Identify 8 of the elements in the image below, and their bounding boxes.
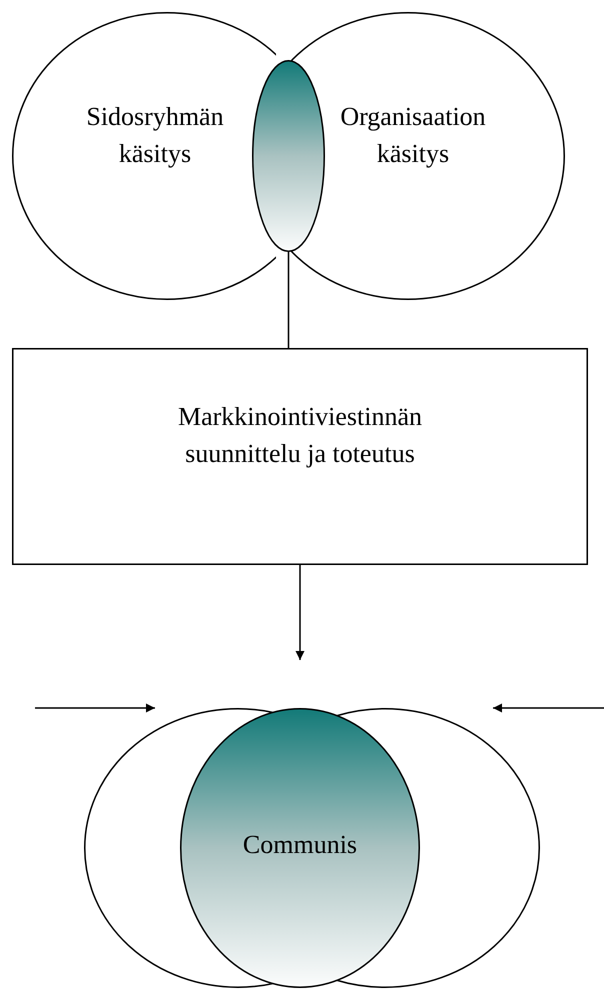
- overlap-ellipse: [180, 708, 420, 988]
- node-label: Sidosryhmän käsitys: [85, 101, 225, 170]
- process-box: [12, 348, 588, 565]
- node-label: Organisaation käsitys: [339, 101, 487, 170]
- arrow: [296, 565, 304, 660]
- node-label: Markkinointiviestinnän suunnittelu ja toteutus: [176, 401, 424, 470]
- node-label: Communis: [242, 829, 358, 861]
- overlap-ellipse: [252, 60, 325, 252]
